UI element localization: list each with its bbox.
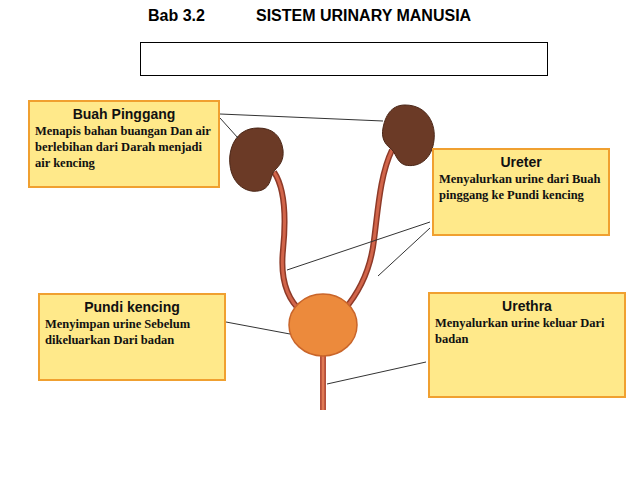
box-heading: Pundi kencing: [45, 298, 219, 316]
leader-line: [226, 322, 290, 334]
box-heading: Ureter: [439, 153, 603, 171]
leader-line: [327, 362, 426, 384]
bladder: [289, 294, 357, 356]
urethra-inner: [322, 350, 325, 410]
info-box: UrethraMenyalurkan urine keluar Dari bad…: [428, 292, 626, 398]
chapter-label: Bab 3.2: [148, 7, 205, 25]
box-description: Menyimpan urine Sebelum dikeluarkan Dari…: [45, 316, 219, 348]
right-ureter: [344, 150, 392, 310]
title: SISTEM URINARY MANUSIA: [256, 7, 471, 25]
right-ureter-inner: [344, 150, 392, 310]
right-kidney: [382, 105, 434, 166]
box-heading: Urethra: [435, 297, 619, 315]
box-description: Menyalurkan urine keluar Dari badan: [435, 315, 619, 347]
box-heading: Buah Pinggang: [35, 105, 213, 123]
leader-line: [220, 118, 238, 138]
leader-line: [220, 114, 383, 121]
urethra-tube: [320, 350, 326, 410]
box-description: Menyalurkan urine dari Buah pinggang ke …: [439, 171, 603, 203]
info-box: Buah PinggangMenapis bahan buangan Dan a…: [28, 100, 220, 188]
info-box: Pundi kencingMenyimpan urine Sebelum dik…: [38, 293, 226, 381]
info-box: UreterMenyalurkan urine dari Buah pingga…: [432, 148, 610, 236]
left-ureter-inner: [274, 172, 302, 312]
title-box: [140, 42, 548, 76]
box-description: Menapis bahan buangan Dan air berlebihan…: [35, 123, 213, 171]
leader-line: [378, 228, 430, 276]
leader-line: [287, 222, 430, 270]
left-ureter: [274, 172, 302, 312]
